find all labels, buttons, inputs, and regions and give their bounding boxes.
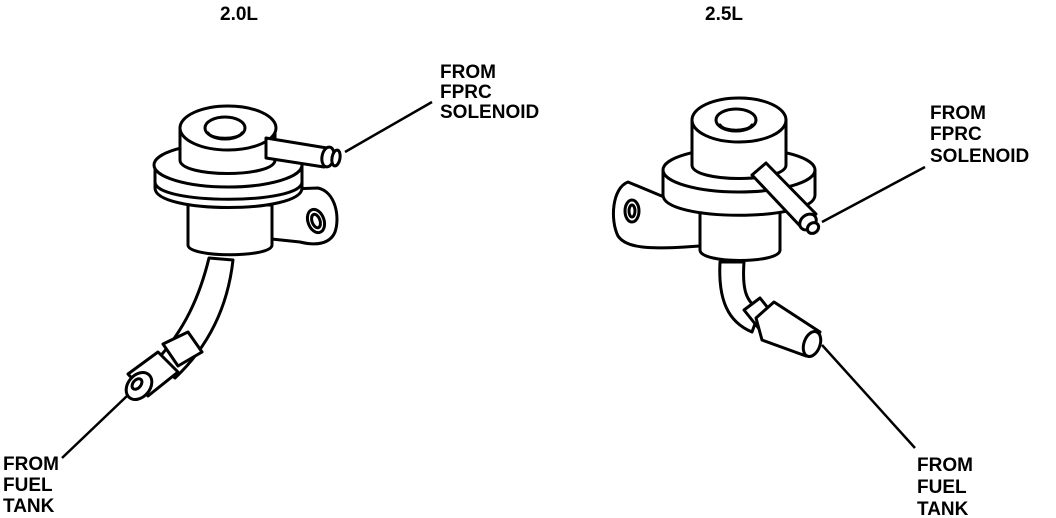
label-from-fprc-solenoid-2-5l: FROM FPRC SOLENOID: [930, 103, 1029, 167]
mounting-ear-2-5l: [611, 180, 702, 250]
regulator-2-5l: 2.5L FROM FPRC SOLENOID: [611, 4, 1029, 518]
title-2-0l: 2.0L: [220, 4, 258, 25]
regulator-2-0l: 2.0L FROM FPRC SOLENOID: [3, 4, 539, 517]
leader-solenoid-2-5l: [821, 165, 926, 224]
label-from-fprc-solenoid-2-0l: FROM FPRC SOLENOID: [440, 62, 539, 123]
solenoid-nipple-2-5l: [750, 161, 818, 229]
label-from-fuel-tank-2-5l: FROM FUEL TANK: [917, 455, 978, 518]
leader-tank-2-0l: [61, 394, 129, 459]
label-from-fuel-tank-2-0l: FROM FUEL TANK: [3, 454, 64, 517]
lower-neck-2-0l: [186, 203, 274, 257]
leader-solenoid-2-0l: [344, 100, 433, 154]
title-2-5l: 2.5L: [705, 4, 743, 25]
leader-tank-2-5l: [821, 344, 916, 449]
